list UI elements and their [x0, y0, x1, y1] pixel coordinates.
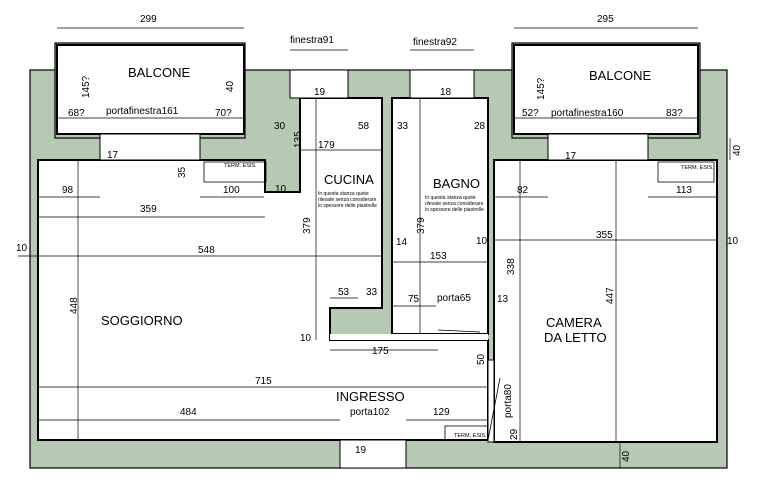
term-box-right [657, 161, 715, 183]
dim-10-bagno: 10 [476, 236, 488, 247]
porta80-swing [487, 377, 501, 441]
term-box-bottom [444, 425, 489, 441]
dim-53: 53 [338, 287, 350, 298]
room-label-ingresso: INGRESSO [336, 389, 405, 404]
term-label-bottom: TERM. ESIS. [454, 433, 487, 439]
dim-379-cucina: 379 [302, 217, 313, 234]
dim-82: 82 [517, 185, 529, 196]
portafinestra161-opening [99, 133, 201, 161]
room-label-bagno: BAGNO [433, 176, 480, 191]
dim-30: 30 [274, 121, 286, 132]
dim-129: 129 [433, 407, 450, 418]
porta102-opening [339, 439, 407, 469]
dim-135: 135 [293, 131, 304, 148]
dim-33-cucina: 33 [366, 287, 378, 298]
room-label-soggiorno: SOGGIORNO [101, 313, 183, 328]
bagno-floor [391, 97, 489, 335]
room-label-balcone-left: BALCONE [128, 65, 191, 80]
room-label-balcone-right: BALCONE [589, 68, 652, 83]
term-label-right: TERM. ESIS. [681, 165, 714, 171]
balcony-left-floor [56, 44, 245, 135]
dim-68: 68? [68, 108, 85, 119]
finestra92-label: finestra92 [413, 37, 457, 48]
doorway-openings [99, 69, 649, 469]
dim-70: 70? [215, 108, 232, 119]
dim-13: 13 [497, 294, 509, 305]
porta65-swing [437, 329, 481, 333]
room-label-camera-line2: DA LETTO [544, 330, 607, 345]
dim-548: 548 [198, 245, 215, 256]
dim-179: 179 [318, 140, 335, 151]
porta102-label: porta102 [350, 407, 390, 418]
room-interiors [37, 44, 718, 443]
dim-355: 355 [596, 230, 613, 241]
dim-145-right: 145? [536, 77, 547, 100]
dim-18: 18 [440, 87, 452, 98]
dim-40-bottom: 40 [621, 450, 632, 462]
room-label-cucina: CUCINA [324, 172, 374, 187]
dim-484: 484 [180, 407, 197, 418]
dim-175: 175 [372, 346, 389, 357]
dim-359: 359 [140, 204, 157, 215]
dim-448: 448 [69, 297, 80, 314]
dimension-lines [18, 27, 731, 468]
dim-75: 75 [408, 294, 420, 305]
dim-35: 35 [177, 166, 188, 178]
dim-58: 58 [358, 121, 370, 132]
finestra91-opening [289, 69, 349, 99]
dim-29: 29 [509, 428, 520, 440]
dim-145-left: 145? [81, 75, 92, 98]
camera-floor [493, 159, 718, 443]
porta80-label: porta80 [503, 384, 514, 418]
dim-10-cucina: 10 [300, 333, 312, 344]
finestra92-opening [409, 69, 475, 99]
cucina-lower-opening [330, 334, 488, 340]
dim-19-finestra91: 19 [314, 87, 326, 98]
dim-50: 50 [476, 353, 487, 365]
portafinestra160-label: portafinestra160 [551, 108, 624, 119]
dim-19-bottom: 19 [355, 445, 367, 456]
dim-715: 715 [255, 376, 272, 387]
dim-113: 113 [676, 185, 692, 196]
cucina-note: In questa stanza quote rilevate senza co… [318, 191, 377, 209]
dim-379-bagno: 379 [416, 217, 427, 234]
dim-17-left: 17 [107, 150, 119, 161]
porta65-label: porta65 [437, 293, 471, 304]
dim-10-a: 10 [275, 184, 287, 195]
bagno-note: In questa stanza quote rilevate senza co… [425, 195, 484, 213]
dim-10-left: 10 [16, 243, 28, 254]
term-box-left [203, 161, 267, 183]
dim-28: 28 [474, 121, 486, 132]
dim-14: 14 [396, 237, 408, 248]
term-label-left: TERM. ESIS. [224, 163, 257, 169]
portafinestra161-label: portafinestra161 [106, 106, 179, 117]
dim-299: 299 [140, 14, 157, 25]
door-details [203, 161, 715, 441]
dim-10-right: 10 [727, 236, 739, 247]
portafinestra160-opening [547, 133, 649, 161]
dim-33-bagno: 33 [397, 121, 409, 132]
porta80-opening [487, 359, 495, 443]
dim-447: 447 [605, 287, 616, 304]
dim-98: 98 [62, 185, 74, 196]
dim-52: 52? [522, 108, 539, 119]
dim-100: 100 [223, 185, 240, 196]
dim-17-right: 17 [565, 151, 577, 162]
dim-40-right: 40 [732, 144, 743, 156]
dim-40-balcony-left: 40 [225, 80, 236, 92]
finestra91-label: finestra91 [290, 35, 334, 46]
dim-83: 83? [666, 108, 683, 119]
room-label-camera-line1: CAMERA [546, 315, 602, 330]
dim-338: 338 [506, 258, 517, 275]
dim-295: 295 [597, 14, 614, 25]
dim-153: 153 [430, 251, 447, 262]
